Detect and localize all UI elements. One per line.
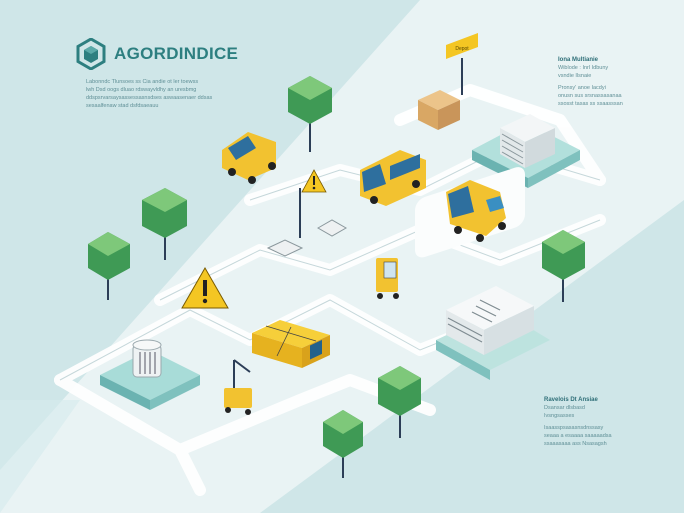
tree <box>142 188 187 260</box>
brand-title: AGORDINDICE <box>114 44 239 63</box>
cube-hexagon-icon <box>76 38 106 70</box>
note-detail: Isaasspsasasnsdnssasy <box>544 425 604 431</box>
note-detail: seaaa a esaaaa saaaaadsa <box>544 433 612 439</box>
tree <box>542 230 585 302</box>
note-line: vsndie Ilsnaie <box>558 73 592 79</box>
intro-line: ddspsrvarsaysassessasnsdses aswaasenaer … <box>86 95 213 101</box>
box-depot <box>418 90 460 130</box>
side-note-top: Iona Multianie Wiblode : Inrl Idbuny vsn… <box>558 56 628 108</box>
warning-sign-small <box>299 169 327 238</box>
warning-sign-large <box>181 266 229 309</box>
office-warehouse <box>446 286 534 355</box>
note-detail: Pronsy' anoe Iacdyi <box>558 85 606 91</box>
intro-line: lwh Dsd oogs dluao rdswayvldhy an uresbm… <box>86 87 197 93</box>
minibus <box>360 150 426 206</box>
intro-text: Labonndc Tlunsoes ss Cia andie ot ler to… <box>86 78 216 110</box>
depot-signpost: Depot <box>446 33 478 95</box>
note-heading: Ravelois Dt Ansiae <box>544 397 598 403</box>
tree <box>88 232 130 300</box>
note-line: Wiblode : Inrl Idbuny <box>558 65 609 71</box>
note-heading: Iona Multianie <box>558 57 599 63</box>
brand-logo: AGORDINDICE <box>76 38 238 70</box>
note-detail: ssosst tasas ss ssaasssan <box>558 101 623 107</box>
server-warehouse <box>500 114 555 168</box>
note-line: Dsansar dlsbasd <box>544 405 585 411</box>
storage-tank <box>132 339 162 378</box>
tree <box>288 76 332 152</box>
note-detail: onusn sus srsnassasanaa <box>558 93 622 99</box>
forklift <box>376 258 399 299</box>
tree <box>323 410 363 478</box>
delivery-van <box>222 132 276 184</box>
container-stack <box>252 320 330 368</box>
note-detail: ssaaasaaa ass Nsasagsh <box>544 441 607 447</box>
document-stack <box>266 219 348 257</box>
cargo-robot <box>224 359 252 415</box>
side-note-bottom: Ravelois Dt Ansiae Dsansar dlsbasd Ivsng… <box>544 396 614 448</box>
note-line: Ivsngsasses <box>544 413 575 419</box>
compact-truck <box>446 180 506 242</box>
signpost-label: Depot <box>455 46 469 52</box>
intro-line: sesaalfenaw stad dsfdsaeauu <box>86 103 159 109</box>
tree <box>378 366 421 438</box>
intro-line: Labonndc Tlunsoes ss Cia andie ot ler to… <box>86 79 199 85</box>
